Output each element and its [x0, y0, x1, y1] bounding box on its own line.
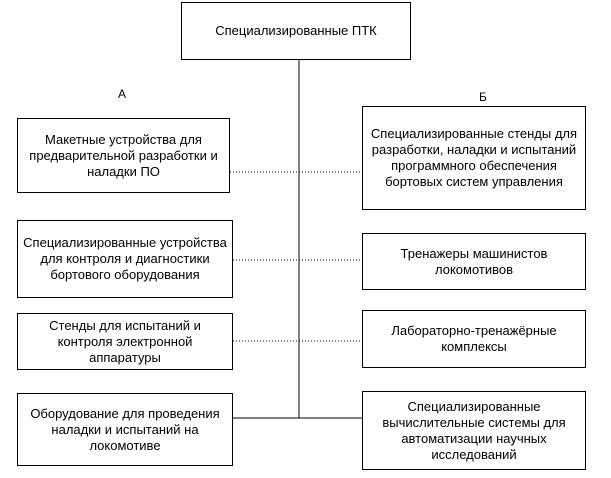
left-box-2-label: Специализированные устройства для контро…	[23, 235, 227, 282]
root-box: Специализированные ПТК	[181, 2, 411, 60]
group-label-b: Б	[479, 90, 487, 104]
left-box-3-label: Стенды для испытаний и контроля электрон…	[49, 317, 201, 365]
left-box-4-label: Оборудование для проведения наладки и ис…	[30, 405, 220, 453]
right-box-2: Тренажеры машинистов локомотивов	[362, 233, 586, 290]
right-box-4: Специализированные вычислительные систем…	[362, 391, 586, 470]
right-box-1: Специализированные стенды для разработки…	[362, 106, 586, 210]
right-box-2-label: Тренажеры машинистов локомотивов	[400, 245, 548, 277]
right-box-1-label: Специализированные стенды для разработки…	[370, 126, 578, 189]
left-box-1-label: Макетные устройства для предварительной …	[29, 131, 218, 179]
left-box-4: Оборудование для проведения наладки и ис…	[17, 393, 233, 466]
right-box-3: Лабораторно-тренажёрные комплексы	[362, 310, 586, 368]
left-box-1: Макетные устройства для предварительной …	[17, 118, 230, 193]
root-label: Специализированные ПТК	[215, 23, 377, 38]
right-box-3-label: Лабораторно-тренажёрные комплексы	[391, 323, 557, 354]
group-label-a: А	[118, 87, 127, 101]
right-box-4-label: Специализированные вычислительные систем…	[382, 398, 566, 462]
left-box-3: Стенды для испытаний и контроля электрон…	[17, 313, 233, 370]
left-box-2: Специализированные устройства для контро…	[17, 220, 233, 298]
